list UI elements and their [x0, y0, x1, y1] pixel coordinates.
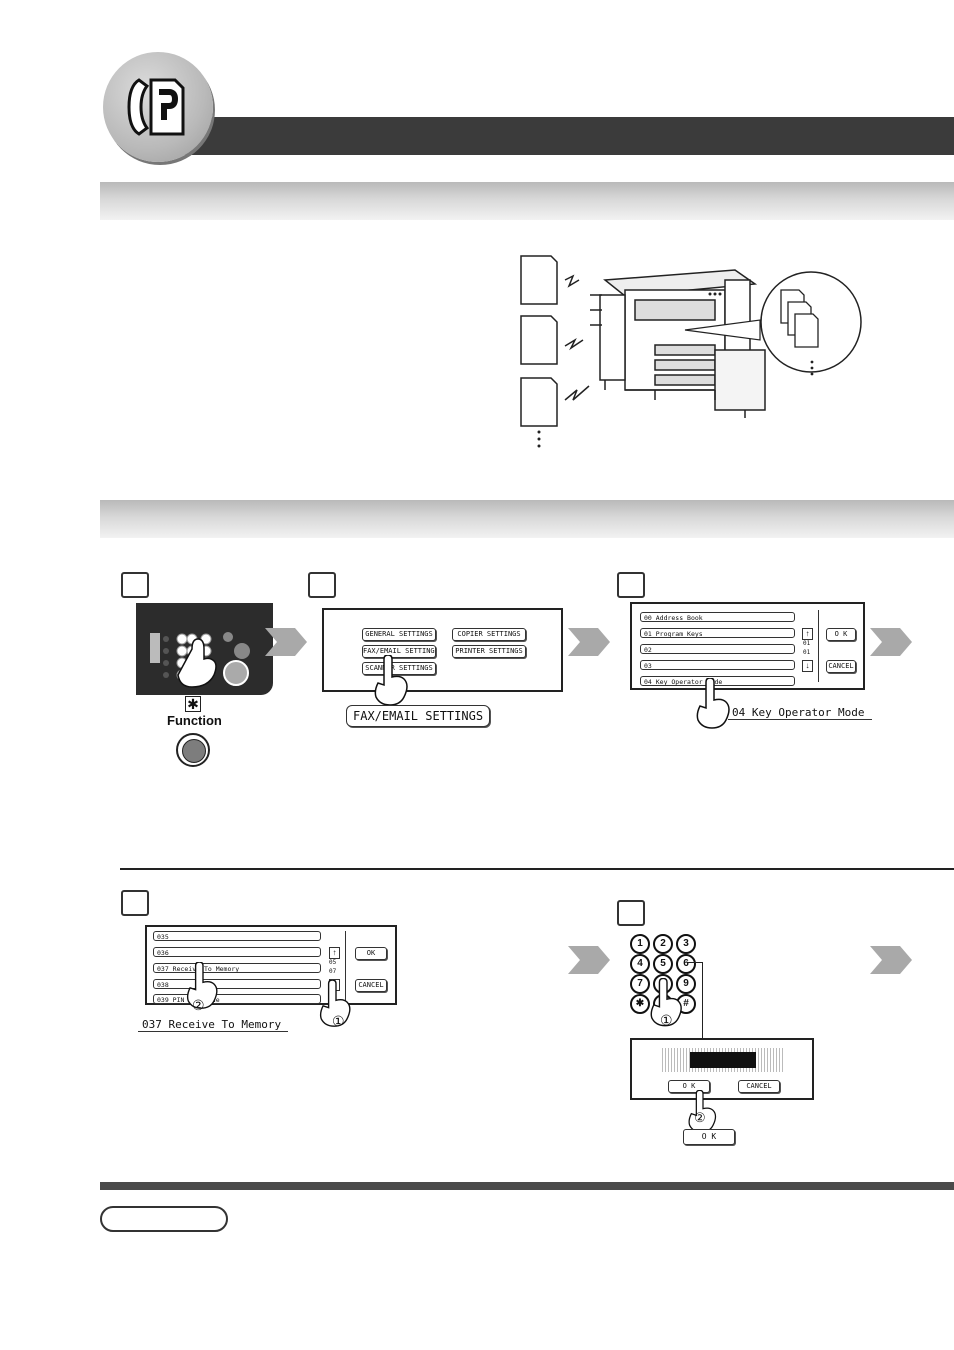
cancel-button[interactable]: CANCEL: [738, 1080, 780, 1093]
divider-rule: [120, 868, 954, 870]
pointing-hand-icon: [650, 977, 684, 1033]
printer-settings-button[interactable]: PRINTER SETTINGS: [452, 645, 526, 658]
function-key-label: Function: [167, 713, 222, 728]
next-arrow-icon: [568, 628, 610, 656]
leader-line: [688, 962, 702, 963]
section-header-bar: [100, 182, 954, 220]
divider: [345, 931, 346, 1001]
general-settings-button[interactable]: GENERAL SETTINGS: [362, 628, 436, 641]
step-number-box: [121, 572, 149, 598]
next-arrow-icon: [568, 946, 610, 974]
memory-receive-illustration: [515, 250, 865, 455]
page-total: 07: [329, 968, 337, 975]
callout-2: ②: [192, 997, 205, 1013]
fax-phone-icon: [103, 52, 213, 162]
pointing-hand-icon: [186, 961, 220, 1015]
callout-2: ②: [694, 1110, 706, 1125]
scroll-up-icon[interactable]: ↑: [329, 947, 340, 959]
pointing-hand-icon: [688, 1089, 718, 1139]
note-label: [100, 1206, 228, 1232]
cancel-button[interactable]: CANCEL: [355, 979, 387, 992]
scroll-up-icon[interactable]: ↑: [802, 628, 813, 640]
ok-button[interactable]: OK: [355, 947, 387, 960]
leader-line: [702, 962, 703, 1050]
ok-button[interactable]: O K: [826, 628, 856, 641]
row-035[interactable]: 035: [153, 931, 321, 941]
settings-menu-screen: GENERAL SETTINGS COPIER SETTINGS FAX/EMA…: [322, 608, 563, 692]
row-036[interactable]: 036: [153, 947, 321, 957]
chapter-title-bar: [150, 117, 954, 155]
key-5[interactable]: 5: [653, 954, 673, 974]
function-key-symbol: ✱: [185, 696, 201, 712]
scanner-settings-button[interactable]: SCANNER SETTINGS: [362, 662, 436, 675]
key-7[interactable]: 7: [630, 974, 650, 994]
key-6[interactable]: 6: [676, 954, 696, 974]
key-9[interactable]: 9: [676, 974, 696, 994]
key-3[interactable]: 3: [676, 934, 696, 954]
page-current: 01: [803, 640, 811, 647]
row-039[interactable]: 039 PIN ess None: [153, 994, 321, 1004]
input-field-frame: [662, 1048, 784, 1072]
key-1[interactable]: 1: [630, 934, 650, 954]
page-current: 05: [329, 959, 337, 966]
row-038[interactable]: 038: [153, 979, 321, 989]
key-4[interactable]: 4: [630, 954, 650, 974]
program-keys-row[interactable]: 01 Program Keys: [640, 628, 795, 638]
pointing-hand-icon: [319, 979, 353, 1033]
selected-key-operator-mode-label: 04 Key Operator Mode: [728, 706, 872, 720]
divider: [818, 610, 819, 682]
next-arrow-icon: [870, 946, 912, 974]
pointing-hand-icon: [696, 677, 732, 735]
step-number-box: [617, 572, 645, 598]
step-number-box: [308, 572, 336, 598]
step-number-box: [121, 890, 149, 916]
key-2[interactable]: 2: [653, 934, 673, 954]
input-screen: O K CANCEL: [630, 1038, 814, 1100]
key-operator-mode-row[interactable]: 04 Key Operator Mode: [640, 676, 795, 686]
input-field[interactable]: [690, 1052, 756, 1068]
selected-fax-email-settings-label: FAX/EMAIL SETTINGS: [346, 705, 491, 727]
step-number-box: [617, 900, 645, 926]
receive-to-memory-row[interactable]: 037 Receive To Memory: [153, 963, 321, 973]
section-header-bar-procedure: [100, 500, 954, 538]
next-arrow-icon: [265, 628, 307, 656]
pointing-hand-icon: [374, 654, 410, 712]
function-button[interactable]: [176, 733, 210, 767]
copier-settings-button[interactable]: COPIER SETTINGS: [452, 628, 526, 641]
user-parameters-screen: 035 036 037 Receive To Memory 038 039 PI…: [145, 925, 397, 1005]
next-arrow-icon: [870, 628, 912, 656]
address-book-row[interactable]: 00 Address Book: [640, 612, 795, 622]
callout-1: ①: [660, 1012, 673, 1028]
fax-settings-screen: 00 Address Book 01 Program Keys 02 03 04…: [630, 602, 865, 690]
page-total: 01: [803, 649, 811, 656]
row-02[interactable]: 02: [640, 644, 795, 654]
selected-receive-to-memory-label: 037 Receive To Memory: [138, 1018, 288, 1032]
control-panel-image: [136, 603, 273, 695]
row-03[interactable]: 03: [640, 660, 795, 670]
key-star[interactable]: ✱: [630, 994, 650, 1014]
ok-button-label: O K: [683, 1129, 735, 1145]
fax-email-settings-button[interactable]: FAX/EMAIL SETTINGS: [362, 645, 436, 658]
footer-bar: [100, 1182, 954, 1190]
callout-1: ①: [332, 1013, 345, 1029]
numeric-keypad: 1 2 3 4 5 6 7 8 9 ✱ 0 #: [630, 934, 700, 1014]
cancel-button[interactable]: CANCEL: [826, 660, 856, 673]
scroll-down-icon[interactable]: ↓: [802, 660, 813, 672]
